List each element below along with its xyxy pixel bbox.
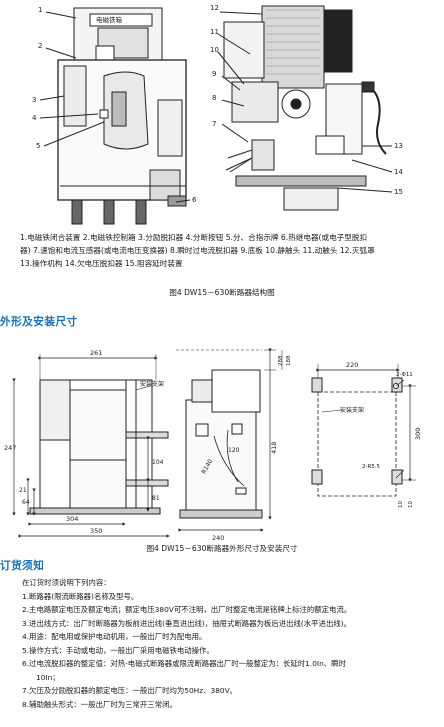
callout-15: 15 bbox=[394, 188, 403, 196]
label-bracket-right: 安装支架 bbox=[340, 406, 364, 414]
callout-14: 14 bbox=[394, 168, 403, 176]
dim-middle-top-right-2: 188 bbox=[286, 355, 292, 366]
dim-right-bottom-a: 10 bbox=[398, 501, 404, 508]
callout-12: 12 bbox=[210, 4, 219, 12]
legend-line: 1.电磁铁闭合装置 2.电磁铁控制箱 3.分励脱扣器 4.分断按钮 5.分、合指… bbox=[20, 233, 368, 242]
component-legend: 1.电磁铁闭合装置 2.电磁铁控制箱 3.分励脱扣器 4.分断按钮 5.分、合指… bbox=[20, 231, 438, 270]
callout-2: 2 bbox=[38, 42, 42, 50]
dim-right-top: 220 bbox=[346, 361, 358, 369]
ordering-notes: 在订货时须说明下列内容： 1.断路器(限流断路器)名称及型号。 2.主电路额定电… bbox=[22, 576, 442, 711]
dim-middle-r2: 120 bbox=[228, 447, 240, 454]
panel-label: 电磁铁箱 bbox=[96, 15, 123, 24]
dim-right-height: 300 bbox=[414, 428, 422, 440]
callout-8: 8 bbox=[212, 94, 216, 102]
callout-1: 1 bbox=[38, 6, 42, 14]
dim-right-bottom-b: 10 bbox=[408, 501, 414, 508]
note-line: 6.过电流脱扣器的整定值：对热-电磁式断路器或限流断路器出厂时一般整定为：长延时… bbox=[22, 659, 346, 668]
dim-left-a: 21 bbox=[19, 487, 27, 494]
dim-left-bottom-inner: 304 bbox=[66, 515, 78, 523]
dim-middle-top-right: 288 bbox=[278, 355, 284, 366]
figure-caption-2: 图4 DW15－630断路器外形尺寸及安装尺寸 bbox=[146, 544, 298, 553]
note-line: 3.进出线方式：出厂时断路器为板前进出线(垂直进出线)，抽屉式断路器为板后进出线… bbox=[22, 618, 351, 628]
legend-line: 13.操作机构 14.欠电压脱扣器 15.阻容延时装置 bbox=[20, 259, 183, 268]
dim-middle-bottom: 240 bbox=[212, 534, 224, 540]
outline-side-view bbox=[12, 354, 170, 538]
dim-middle-right: 418 bbox=[270, 442, 278, 454]
section-title-dimensions: 外形及安装尺寸 bbox=[0, 316, 78, 328]
structure-side-view bbox=[217, 5, 393, 211]
callout-6: 6 bbox=[192, 196, 197, 204]
callout-5: 5 bbox=[36, 142, 40, 150]
outline-front-view bbox=[176, 348, 283, 532]
label-bracket-left: 安装支架 bbox=[140, 380, 164, 388]
note-line: 7.欠压及分励脱扣器的额定电压：一般出厂时均为50Hz、380V。 bbox=[22, 686, 238, 695]
mounting-view bbox=[311, 364, 416, 497]
dim-left-total: 247 bbox=[4, 444, 16, 452]
legend-line: 器) 7.速饱和电流互感器(或电流电压变换器) 8.瞬时过电流脱扣器 9.底板 … bbox=[20, 246, 375, 255]
note-line: 1.断路器(限流断路器)名称及型号。 bbox=[22, 591, 139, 601]
dim-hole-bottom: 2-R5.5 bbox=[362, 464, 381, 470]
dim-left-top: 261 bbox=[90, 349, 102, 357]
callout-4: 4 bbox=[32, 114, 37, 122]
structure-drawing: 电磁铁箱 1 2 3 4 5 6 12 11 10 9 8 7 13 14 bbox=[32, 4, 403, 225]
callout-11: 11 bbox=[210, 28, 219, 36]
dim-left-bottom-outer: 350 bbox=[90, 527, 102, 535]
callout-7: 7 bbox=[212, 120, 216, 128]
note-line: 8.辅助触头形式：一般出厂时为三常开三常闭。 bbox=[22, 699, 177, 709]
dimension-drawing: 261 304 350 247 21 64 104 81 安装支架 240 41… bbox=[4, 348, 422, 540]
note-line: 5.操作方式：手动或电动，一般出厂采用电磁铁电动操作。 bbox=[22, 645, 214, 655]
note-line: 10In； bbox=[36, 672, 60, 682]
figure-caption-1: 图4 DW15－630断路器结构图 bbox=[169, 288, 275, 297]
section-title-ordering: 订货须知 bbox=[0, 560, 45, 572]
note-line: 4.用途：配电用或保护电动机用，一般出厂时为配电用。 bbox=[22, 632, 207, 641]
structure-front-view bbox=[39, 7, 191, 225]
dim-right-b: 81 bbox=[152, 495, 160, 502]
note-line: 在订货时须说明下列内容： bbox=[22, 578, 111, 587]
dim-left-b: 64 bbox=[22, 499, 30, 506]
callout-9: 9 bbox=[212, 70, 216, 78]
note-line: 2.主电路额定电压及额定电流；额定电压380V可不注明，出厂时整定电流是铭牌上标… bbox=[22, 605, 352, 614]
dim-hole-top: 2-Φ11 bbox=[396, 372, 413, 378]
callout-10: 10 bbox=[210, 46, 219, 54]
callout-3: 3 bbox=[32, 96, 36, 104]
dim-right-a: 104 bbox=[152, 459, 164, 466]
callout-13: 13 bbox=[394, 142, 403, 150]
